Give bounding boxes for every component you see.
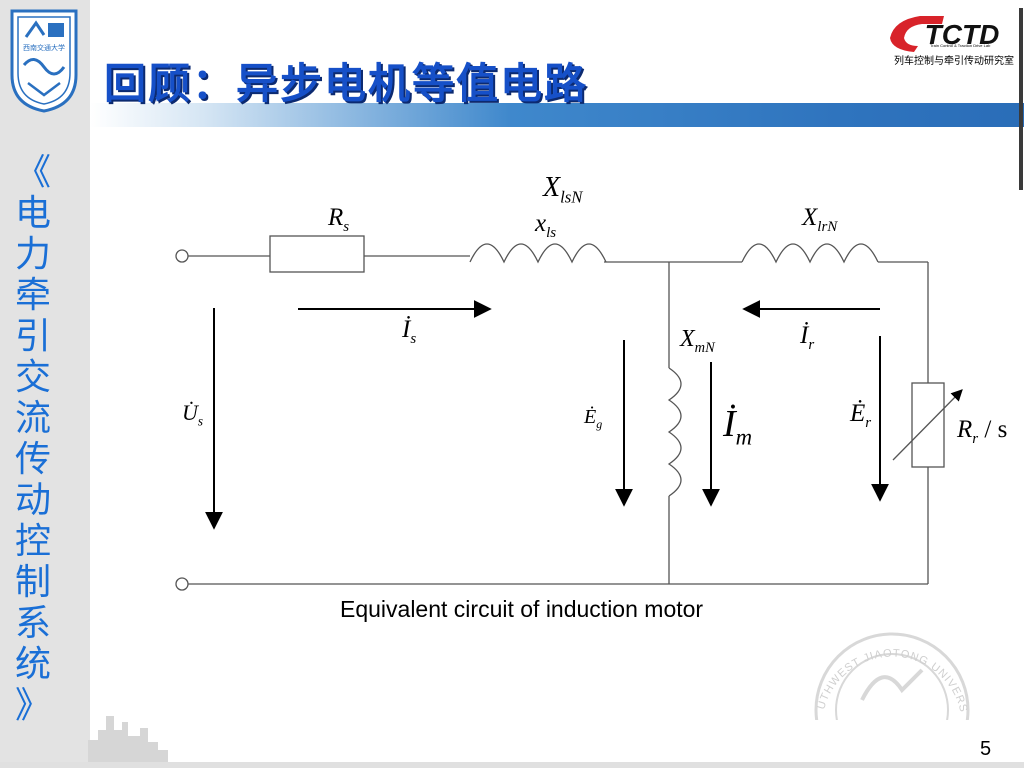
sidebar-title-char: 电 xyxy=(14,193,51,234)
lab-logo: TCTD xyxy=(890,16,1000,52)
label-eg: Ėg xyxy=(584,406,603,431)
inductor-xls xyxy=(469,243,607,264)
label-er: Ėr xyxy=(850,400,872,431)
sidebar-title-char: 统 xyxy=(14,644,51,685)
right-edge-bar xyxy=(1019,8,1023,190)
resistor-rs xyxy=(269,235,365,273)
svg-text:TCTD: TCTD xyxy=(925,19,1000,50)
sidebar-title-char: 《 xyxy=(14,152,51,193)
sidebar-title-char: 》 xyxy=(14,685,51,726)
sidebar-title-char: 流 xyxy=(14,398,51,439)
label-ir: İr xyxy=(800,322,815,353)
lab-chinese-name: 列车控制与牵引传动研究室 xyxy=(894,56,1014,67)
bottom-edge-bar xyxy=(0,762,1024,768)
label-rr-over-s: Rr / s xyxy=(957,416,1008,447)
sidebar-title-char: 制 xyxy=(14,562,51,603)
sidebar-course-title: 《电力牵引交流传动控制系统》 xyxy=(10,152,56,726)
university-seal-watermark: UTHWEST JIAOTONG UNIVERS xyxy=(814,632,970,720)
sidebar-title-char: 系 xyxy=(14,603,51,644)
svg-text:西南交通大学: 西南交通大学 xyxy=(23,43,65,52)
sidebar-title-char: 力 xyxy=(14,234,51,275)
page-title: 回顾：异步电机等值电路 xyxy=(104,59,589,108)
header-band xyxy=(90,103,1024,127)
sidebar-title-char: 牵 xyxy=(14,275,51,316)
label-xls: xls xyxy=(535,210,557,241)
page-number: 5 xyxy=(980,738,992,760)
sidebar-title-char: 动 xyxy=(14,480,51,521)
university-logo: 西南交通大学 xyxy=(10,9,78,113)
sidebar-title-char: 传 xyxy=(14,439,51,480)
label-is: İs xyxy=(402,316,417,347)
decorative-skyline xyxy=(88,716,168,762)
label-rs: Rs xyxy=(328,204,350,235)
variable-arrow xyxy=(892,389,963,461)
inductor-xm xyxy=(667,367,682,497)
diagram-caption: Equivalent circuit of induction motor xyxy=(340,596,704,622)
sidebar-title-char: 交 xyxy=(14,357,51,398)
label-xlsn: XlsN xyxy=(543,172,583,207)
label-xmn: XmN xyxy=(680,326,715,356)
sidebar-title-char: 引 xyxy=(14,316,51,357)
sidebar: 西南交通大学 《电力牵引交流传动控制系统》 xyxy=(0,0,168,768)
label-xlrn: XlrN xyxy=(802,204,838,235)
label-im: İm xyxy=(723,403,753,450)
label-us: U̇s xyxy=(182,400,204,429)
input-terminal-bottom xyxy=(175,577,189,591)
input-terminal-top xyxy=(175,249,189,263)
sidebar-title-char: 控 xyxy=(14,521,51,562)
lab-english-name: Train Control & Traction Drive Lab xyxy=(930,43,991,48)
inductor-xlr xyxy=(741,243,879,264)
